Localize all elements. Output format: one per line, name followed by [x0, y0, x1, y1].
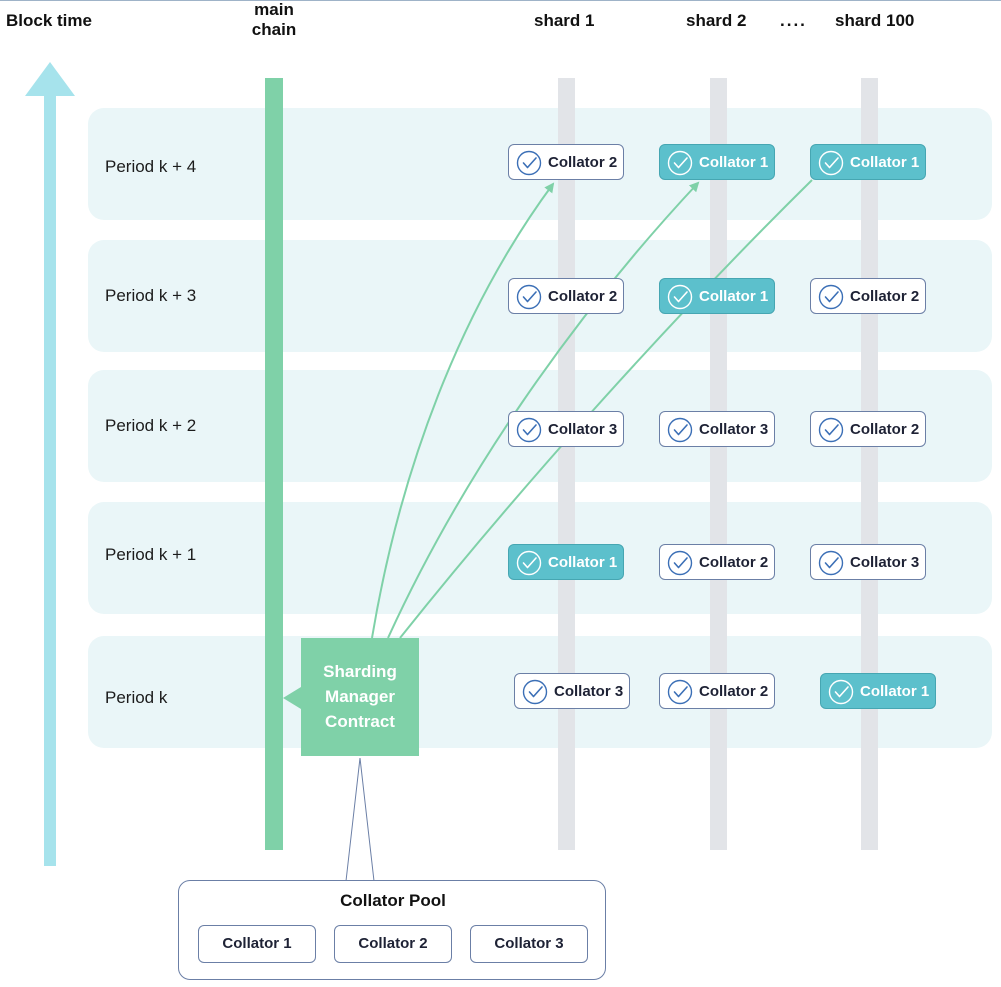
- collator-label: Collator 3: [850, 554, 920, 571]
- assignment-line-shard-2: [387, 181, 700, 639]
- period-label: Period k + 1: [105, 545, 197, 564]
- pool-collator-2[interactable]: Collator 2: [334, 925, 452, 963]
- check-icon: [516, 417, 542, 443]
- check-icon: [667, 679, 693, 705]
- collator-shard-1-row-1[interactable]: Collator 2: [508, 278, 624, 314]
- header-shard-1: shard 1: [534, 11, 595, 30]
- check-icon: [828, 679, 854, 705]
- check-icon: [516, 150, 542, 176]
- collator-label: Collator 3: [548, 421, 618, 438]
- collator-shard-100-row-3[interactable]: Collator 3: [810, 544, 926, 580]
- collator-pool: Collator Pool Collator 1 Collator 2 Coll…: [178, 880, 606, 980]
- smc-line: Manager: [325, 687, 395, 706]
- collator-shard-2-row-3[interactable]: Collator 2: [659, 544, 775, 580]
- pool-collator-3[interactable]: Collator 3: [470, 925, 588, 963]
- collator-pool-title: Collator Pool: [340, 891, 446, 910]
- check-icon: [667, 284, 693, 310]
- collator-label: Collator 2: [850, 421, 920, 438]
- smc-line: Sharding: [323, 662, 397, 681]
- collator-shard-1-row-4[interactable]: Collator 3: [514, 673, 630, 709]
- shard-1-track: [558, 78, 575, 850]
- sharding-manager-contract[interactable]: Sharding Manager Contract: [301, 638, 419, 756]
- collator-label: Collator 1: [850, 154, 920, 171]
- collator-label: Collator 1: [699, 154, 769, 171]
- collator-label: Collator 2: [850, 288, 920, 305]
- check-icon: [667, 550, 693, 576]
- collator-shard-2-row-0[interactable]: Collator 1: [659, 144, 775, 180]
- collator-label: Collator 1: [548, 554, 618, 571]
- collator-label: Collator 2: [699, 554, 769, 571]
- collator-shard-100-row-0[interactable]: Collator 1: [810, 144, 926, 180]
- smc-line: Contract: [325, 712, 395, 731]
- check-icon: [818, 284, 844, 310]
- collator-label: Collator 3: [699, 421, 769, 438]
- period-label: Period k + 4: [105, 157, 197, 176]
- collator-label: Collator 2: [548, 288, 618, 305]
- period-label: Period k: [105, 688, 168, 707]
- collator-shard-1-row-3[interactable]: Collator 1: [508, 544, 624, 580]
- collator-label: Collator 1: [860, 683, 930, 700]
- collator-label: Collator 1: [699, 288, 769, 305]
- header-block-time: Block time: [6, 11, 92, 30]
- check-icon: [667, 150, 693, 176]
- period-label: Period k + 3: [105, 286, 197, 305]
- collator-label: Collator 2: [699, 683, 769, 700]
- collator-shard-2-row-4[interactable]: Collator 2: [659, 673, 775, 709]
- block-time-arrow: [44, 94, 56, 866]
- period-label: Period k + 2: [105, 416, 197, 435]
- check-icon: [818, 550, 844, 576]
- collator-shard-1-row-2[interactable]: Collator 3: [508, 411, 624, 447]
- main-chain-bar: [265, 78, 283, 850]
- collator-label: Collator 3: [554, 683, 624, 700]
- top-border: [0, 0, 1001, 1]
- collator-shard-100-row-2[interactable]: Collator 2: [810, 411, 926, 447]
- shard-100-track: [861, 78, 878, 850]
- block-time-arrow-head: [25, 62, 75, 96]
- collator-shard-1-row-0[interactable]: Collator 2: [508, 144, 624, 180]
- pool-collator-1[interactable]: Collator 1: [198, 925, 316, 963]
- assignment-line-shard-1: [371, 182, 555, 639]
- header-main-chain: main chain: [251, 0, 297, 39]
- check-icon: [667, 417, 693, 443]
- collator-shard-2-row-2[interactable]: Collator 3: [659, 411, 775, 447]
- header-shard-100: shard 100: [835, 11, 915, 30]
- header-shard-2: shard 2: [686, 11, 747, 30]
- check-icon: [516, 284, 542, 310]
- collator-shard-100-row-4[interactable]: Collator 1: [820, 673, 936, 709]
- check-icon: [516, 550, 542, 576]
- smc-pointer: [283, 687, 301, 709]
- collator-shard-2-row-1[interactable]: Collator 1: [659, 278, 775, 314]
- check-icon: [818, 417, 844, 443]
- check-icon: [818, 150, 844, 176]
- collator-shard-100-row-1[interactable]: Collator 2: [810, 278, 926, 314]
- check-icon: [522, 679, 548, 705]
- collator-label: Collator 2: [548, 154, 618, 171]
- header-ellipsis: ....: [780, 11, 807, 30]
